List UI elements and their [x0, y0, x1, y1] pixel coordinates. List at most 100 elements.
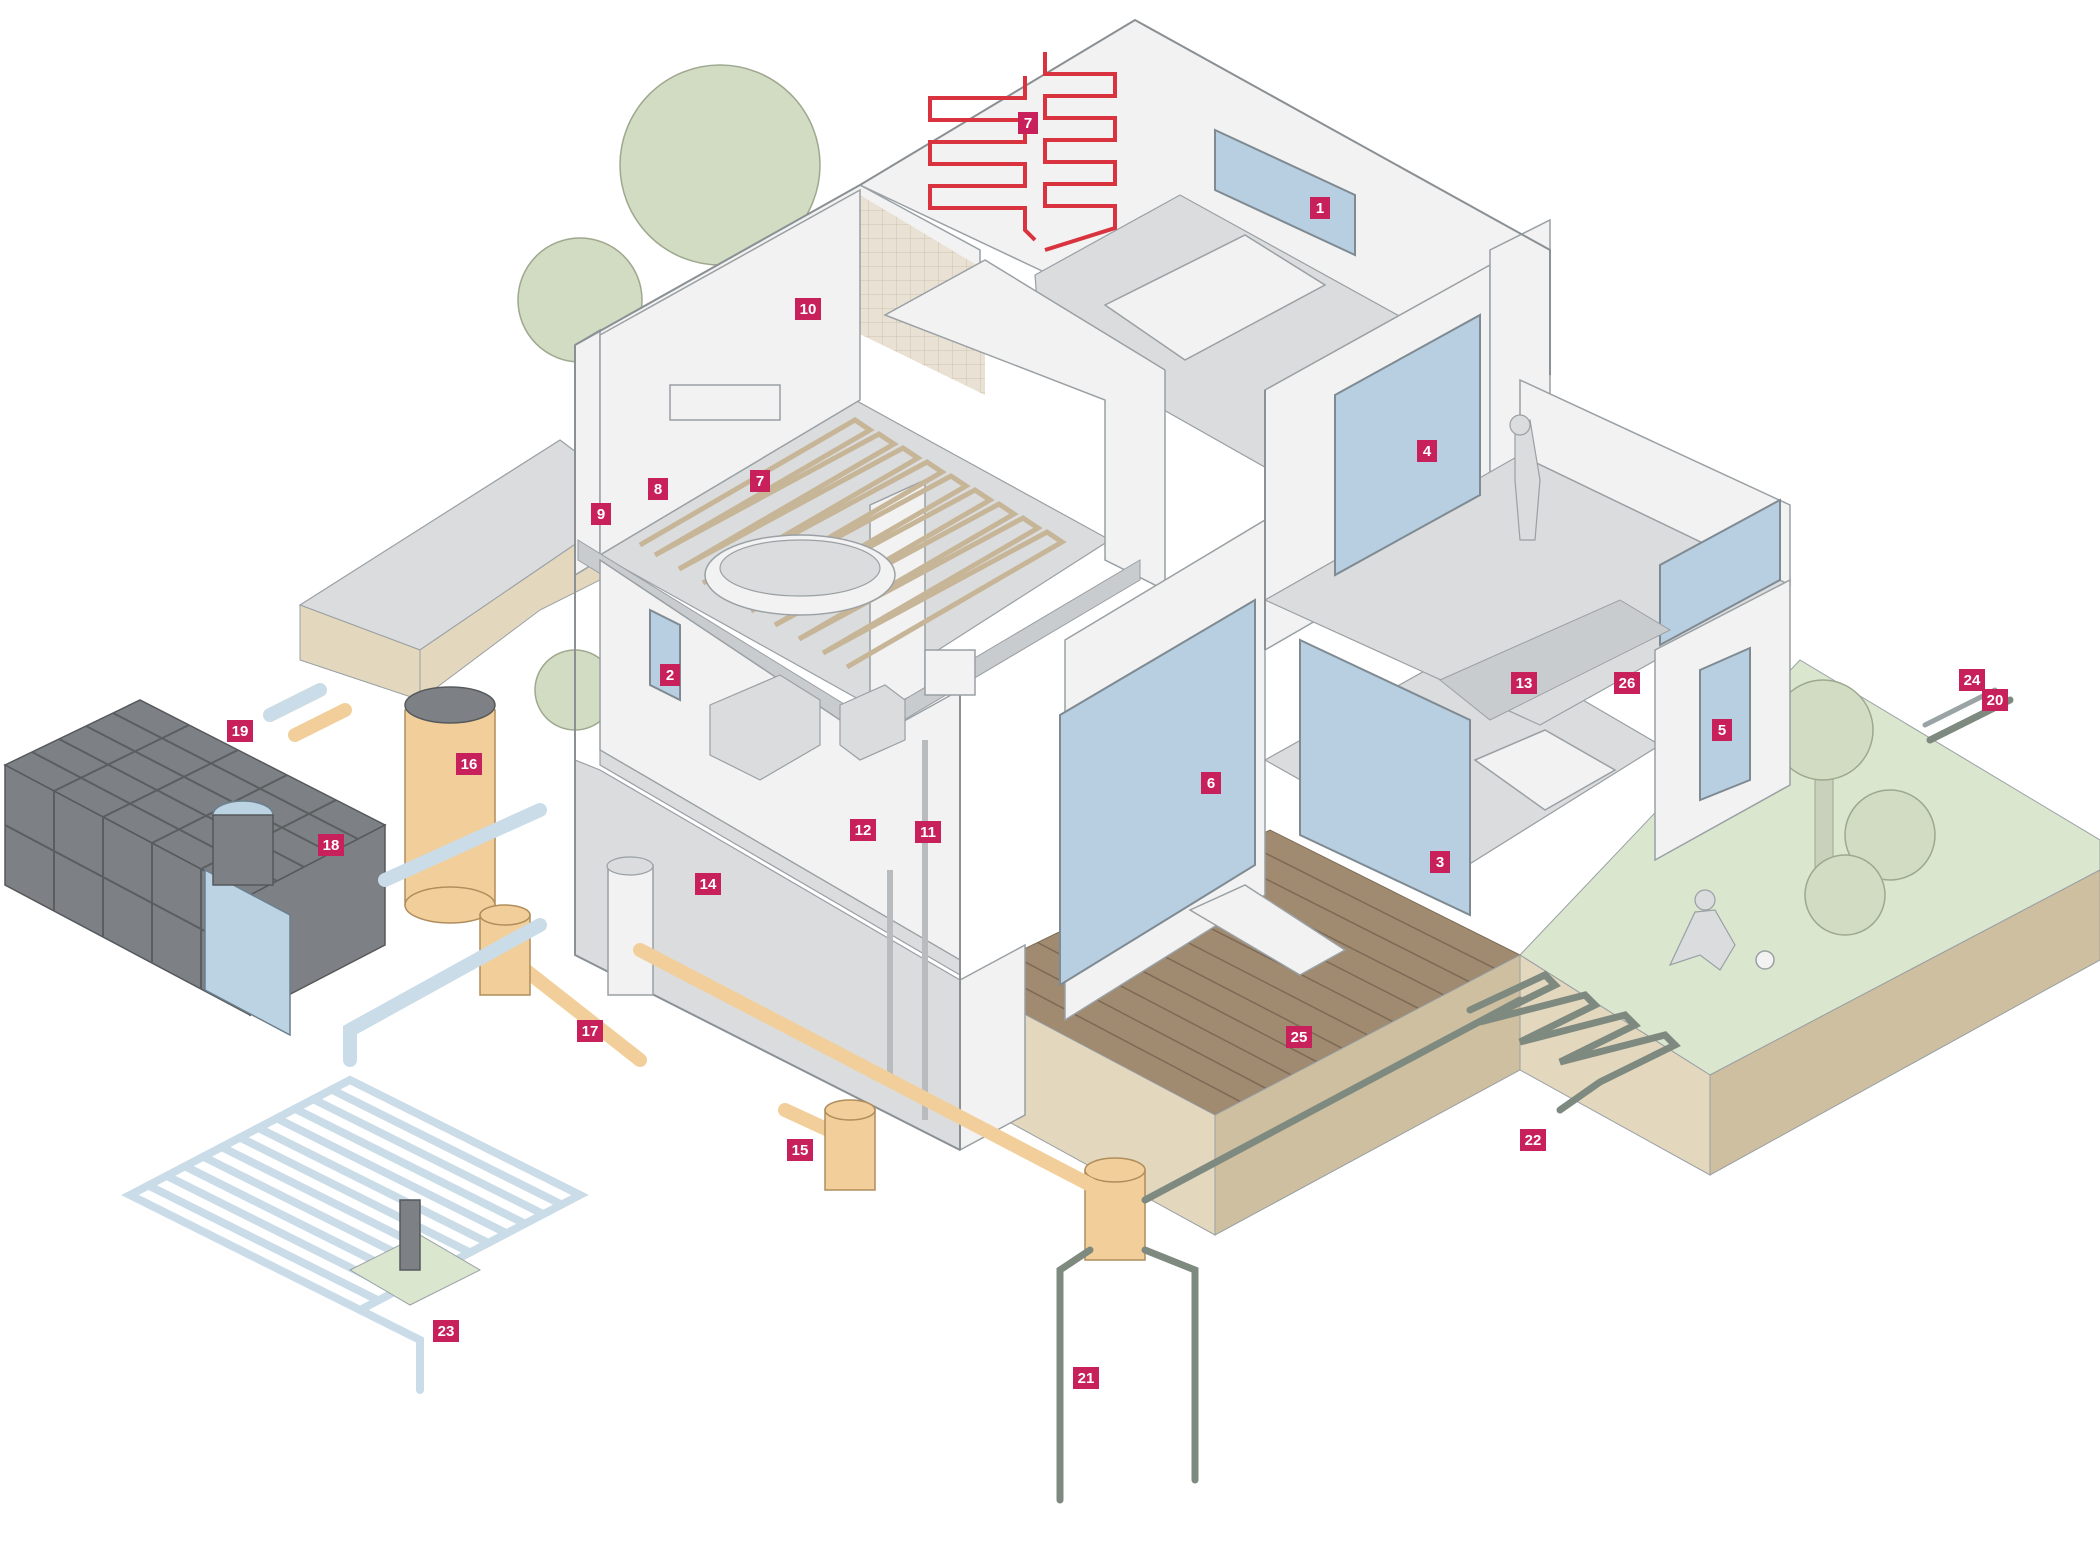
rainwater-cistern-base [404, 886, 496, 924]
ground-collector-grid [121, 1075, 589, 1394]
inspection-chamber-15 [824, 1109, 876, 1191]
collector-tube [327, 1085, 566, 1209]
geothermal-feed [1141, 996, 1524, 1204]
callout-marker[interactable]: 13 [1511, 672, 1537, 694]
callout-marker-label: 17 [582, 1023, 599, 1040]
callout-marker-box [433, 1320, 459, 1342]
callout-marker-box [795, 298, 821, 320]
callout-marker[interactable]: 11 [915, 821, 941, 843]
callout-marker[interactable]: 7 [750, 470, 770, 492]
window-living [649, 608, 681, 702]
bathroom-back-wall [599, 188, 861, 557]
callout-marker-label: 7 [1024, 115, 1032, 132]
basement-supply-pipe [633, 943, 1107, 1197]
wall-heating-red [928, 52, 1117, 252]
callout-marker-box [915, 821, 941, 843]
callout-marker-box [1417, 440, 1437, 462]
callout-marker[interactable]: 2 [660, 664, 680, 686]
glass-sliding-door [1299, 638, 1471, 917]
callout-marker-label: 6 [1207, 775, 1215, 792]
callout-marker[interactable]: 23 [433, 1320, 459, 1342]
collector-tube [254, 1123, 493, 1247]
collector-return [356, 1306, 424, 1394]
water-tank-boiler [607, 864, 654, 996]
callout-marker-label: 16 [461, 756, 478, 773]
callout-marker[interactable]: 10 [795, 298, 821, 320]
pipe-beige-stub [288, 703, 352, 742]
crate-grid-line [102, 749, 239, 818]
bush-right-b [1804, 854, 1886, 936]
wall-heating-loop-left [928, 76, 1037, 242]
callout-marker-box [1201, 772, 1221, 794]
callout-marker-label: 15 [792, 1142, 809, 1159]
callout-marker-label: 26 [1619, 675, 1636, 692]
callout-marker-box [695, 873, 721, 895]
callout-marker[interactable]: 24 [1959, 669, 1985, 691]
ground-loop-coil [1466, 970, 1681, 1114]
deck-plank [1243, 841, 1495, 970]
callout-marker-label: 24 [1964, 672, 1981, 689]
floor-heating-bath [638, 417, 1067, 670]
callout-marker[interactable]: 26 [1614, 672, 1640, 694]
callout-marker[interactable]: 1 [1310, 197, 1330, 219]
callout-marker-box [227, 720, 253, 742]
bathtub-inner [719, 539, 881, 597]
callout-marker[interactable]: 8 [648, 478, 668, 500]
callout-marker[interactable]: 7 [1018, 112, 1038, 134]
callout-marker-box [648, 478, 668, 500]
sofa [709, 674, 821, 781]
callout-marker[interactable]: 16 [456, 753, 482, 775]
callout-marker[interactable]: 20 [1982, 689, 2008, 711]
callout-marker[interactable]: 15 [787, 1139, 813, 1161]
callout-marker-box [318, 834, 344, 856]
callout-marker[interactable]: 25 [1286, 1026, 1312, 1048]
callout-marker[interactable]: 12 [850, 819, 876, 841]
geothermal-manifold-lid [1084, 1157, 1146, 1183]
rainwater-supply-pipe [343, 918, 547, 1067]
callout-marker[interactable]: 3 [1430, 851, 1450, 873]
callout-marker-label: 13 [1516, 675, 1533, 692]
callout-marker-label: 18 [323, 837, 340, 854]
callout-marker[interactable]: 21 [1073, 1367, 1099, 1389]
callout-marker-box [1614, 672, 1640, 694]
rainwater-cistern [404, 709, 496, 906]
callout-marker-box [787, 1139, 813, 1161]
callout-marker-label: 11 [920, 824, 936, 841]
crate-grid-line [85, 725, 332, 854]
callout-marker-box [577, 1020, 603, 1042]
callout-marker[interactable]: 19 [227, 720, 253, 742]
callout-marker-box [1511, 672, 1537, 694]
callout-marker[interactable]: 22 [1520, 1129, 1546, 1151]
person-balcony-head [1509, 414, 1531, 436]
callout-marker[interactable]: 4 [1417, 440, 1437, 462]
deck-plank [1011, 954, 1267, 1089]
collector-tube [272, 1114, 511, 1238]
callout-marker-box [591, 503, 611, 525]
callout-marker[interactable]: 6 [1201, 772, 1221, 794]
callout-marker[interactable]: 14 [695, 873, 721, 895]
callout-marker-box [1520, 1129, 1546, 1151]
callout-marker[interactable]: 5 [1712, 719, 1732, 741]
callout-marker-label: 25 [1291, 1029, 1308, 1046]
callout-marker-label: 3 [1436, 854, 1444, 871]
callout-marker[interactable]: 18 [318, 834, 344, 856]
callout-markers: 1234567789101112131415161718192021222324… [227, 112, 2008, 1389]
callout-marker-label: 5 [1718, 722, 1726, 739]
callout-marker-box [456, 753, 482, 775]
window-bedroom [1214, 128, 1356, 257]
collector-tube [144, 1181, 383, 1305]
callout-marker[interactable]: 9 [591, 503, 611, 525]
callout-marker-box [750, 470, 770, 492]
callout-marker[interactable]: 17 [577, 1020, 603, 1042]
pipe-crate-to-cistern [378, 803, 547, 887]
furniture [606, 234, 1775, 996]
rainwater-cistern-lid [404, 686, 496, 724]
crate-inspection-face [204, 868, 291, 1037]
callout-marker-label: 4 [1423, 443, 1432, 460]
callout-marker-box [1073, 1367, 1099, 1389]
callout-marker-box [1018, 112, 1038, 134]
callout-marker-box [1982, 689, 2008, 711]
callout-marker-label: 22 [1525, 1132, 1542, 1149]
callout-marker-label: 19 [232, 723, 249, 740]
